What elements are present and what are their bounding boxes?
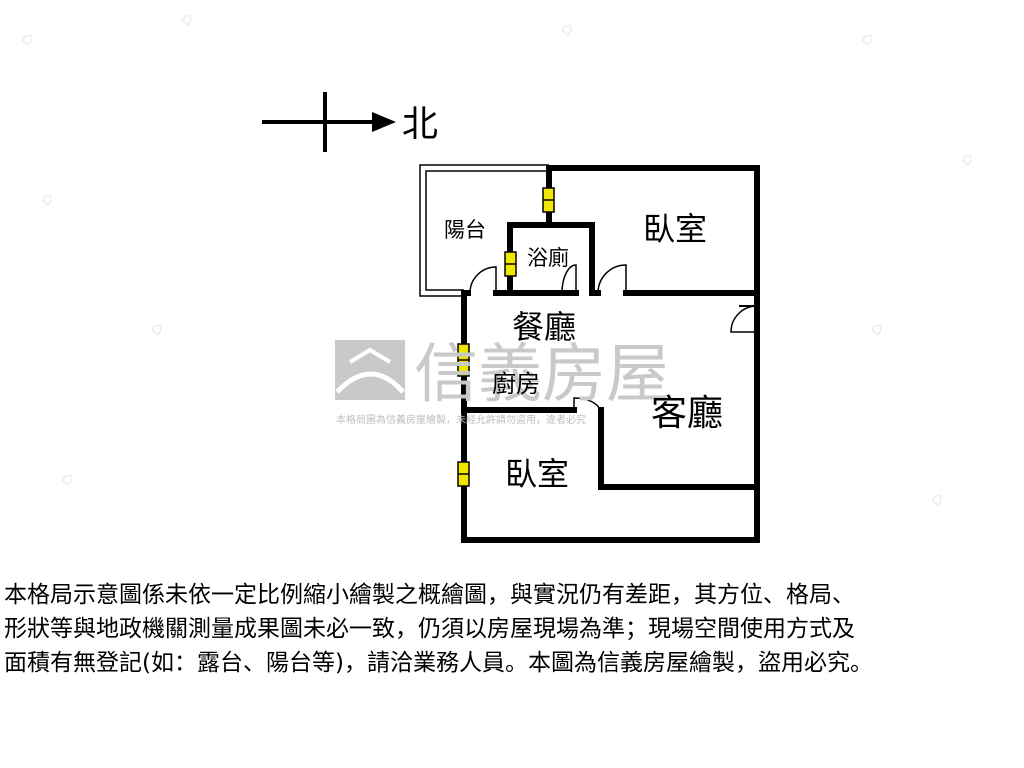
room-living: 客廳 [651, 393, 723, 434]
room-bedroom-top: 臥室 [643, 210, 707, 248]
svg-text:⌂: ⌂ [857, 27, 878, 51]
svg-text:⌂: ⌂ [37, 187, 58, 211]
svg-text:⌂: ⌂ [177, 7, 198, 31]
room-balcony: 陽台 [444, 218, 486, 242]
watermark-tiles: ⌂ ⌂ ⌂ ⌂ ⌂ ⌂ ⌂ ⌂ ⌂ ⌂ [17, 7, 978, 511]
room-dining: 餐廳 [512, 308, 576, 346]
watermark-logo [335, 340, 405, 400]
room-kitchen: 廚房 [492, 370, 540, 398]
compass-label: 北 [402, 104, 438, 145]
disclaimer-line-2: 形狀等與地政機關測量成果圖未必一致，仍須以房屋現場為準；現場空間使用方式及 [4, 616, 855, 642]
windows [457, 187, 555, 487]
svg-text:⌂: ⌂ [867, 317, 888, 341]
floor-plan: ⌂ ⌂ ⌂ ⌂ ⌂ ⌂ ⌂ ⌂ ⌂ ⌂ 北 [17, 7, 979, 543]
room-bedroom-bottom: 臥室 [505, 455, 569, 493]
disclaimer-line-3: 面積有無登記(如：露台、陽台等)，請洽業務人員。本圖為信義房屋繪製，盜用必究。 [4, 650, 873, 676]
north-arrow [262, 92, 396, 152]
doors [469, 264, 758, 411]
walls [461, 165, 760, 543]
svg-text:⌂: ⌂ [957, 147, 978, 171]
watermark-notice: 本格局圖為信義房屋繪製，未經允許請勿盜用，違者必究 [336, 413, 586, 426]
disclaimer-line-1: 本格局示意圖係未依一定比例縮小繪製之概繪圖，與實況仍有差距，其方位、格局、 [4, 582, 855, 608]
room-bathroom: 浴廁 [527, 246, 569, 270]
svg-text:⌂: ⌂ [17, 27, 38, 51]
svg-text:⌂: ⌂ [557, 17, 578, 41]
disclaimer-text: 本格局示意圖係未依一定比例縮小繪製之概繪圖，與實況仍有差距，其方位、格局、 形狀… [4, 578, 1022, 680]
svg-text:⌂: ⌂ [57, 467, 78, 491]
svg-text:⌂: ⌂ [147, 317, 168, 341]
svg-text:⌂: ⌂ [927, 487, 948, 511]
balcony-outline [419, 164, 549, 297]
watermark-brand: 信義房屋 [414, 338, 670, 412]
